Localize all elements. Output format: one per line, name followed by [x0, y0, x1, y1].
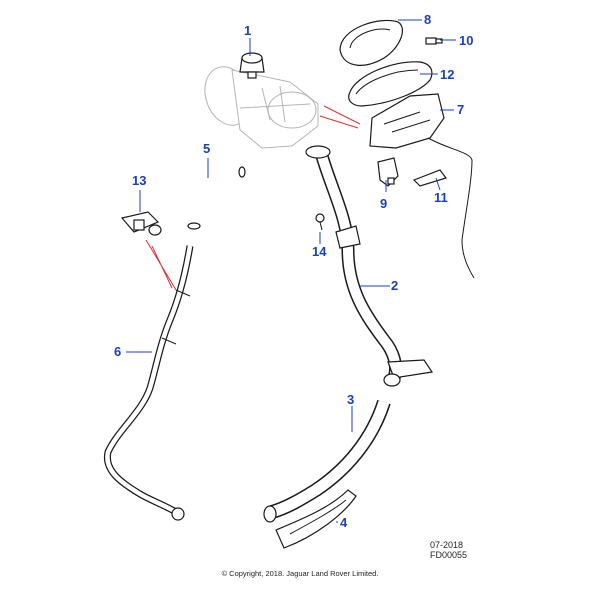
part-8-flap-surround	[339, 19, 403, 66]
red-leader-7	[319, 105, 361, 129]
callout-8: 8	[424, 12, 431, 27]
part-7-filler-housing	[369, 93, 475, 279]
callout-14: 14	[312, 244, 327, 259]
part-6-breather-pipe	[103, 245, 194, 521]
part-14-screw	[315, 213, 325, 231]
callout-6: 6	[114, 344, 121, 359]
copyright-notice: © Copyright, 2018. Jaguar Land Rover Lim…	[222, 569, 379, 578]
part-9-actuator	[377, 157, 399, 187]
ghost-filler-housing	[204, 66, 319, 149]
part-1-filler-cap	[239, 52, 265, 79]
part-3-lower-hose	[263, 399, 391, 523]
callout-4: 4	[340, 515, 348, 530]
callout-3: 3	[347, 392, 354, 407]
part-12-seal	[348, 61, 433, 107]
callout-7: 7	[457, 102, 464, 117]
callout-1: 1	[244, 23, 251, 38]
callout-10: 10	[459, 33, 473, 48]
diagram-code: FD00055	[430, 550, 467, 560]
callout-2: 2	[391, 278, 398, 293]
callout-9: 9	[380, 196, 387, 211]
part-2-filler-pipe	[261, 145, 434, 387]
part-13-pipe-clip	[120, 211, 162, 236]
red-leader-13	[145, 239, 177, 291]
part-11-clip	[412, 169, 447, 187]
part-4-heat-shield	[275, 489, 357, 549]
part-5-breather-hose	[187, 166, 246, 230]
part-10-bolt	[425, 37, 443, 45]
callout-11: 11	[434, 190, 448, 205]
revision-date: 07-2018	[430, 540, 463, 550]
callout-5: 5	[203, 141, 210, 156]
callout-12: 12	[440, 67, 454, 82]
callout-13: 13	[132, 173, 146, 188]
leader-lines	[126, 19, 456, 523]
